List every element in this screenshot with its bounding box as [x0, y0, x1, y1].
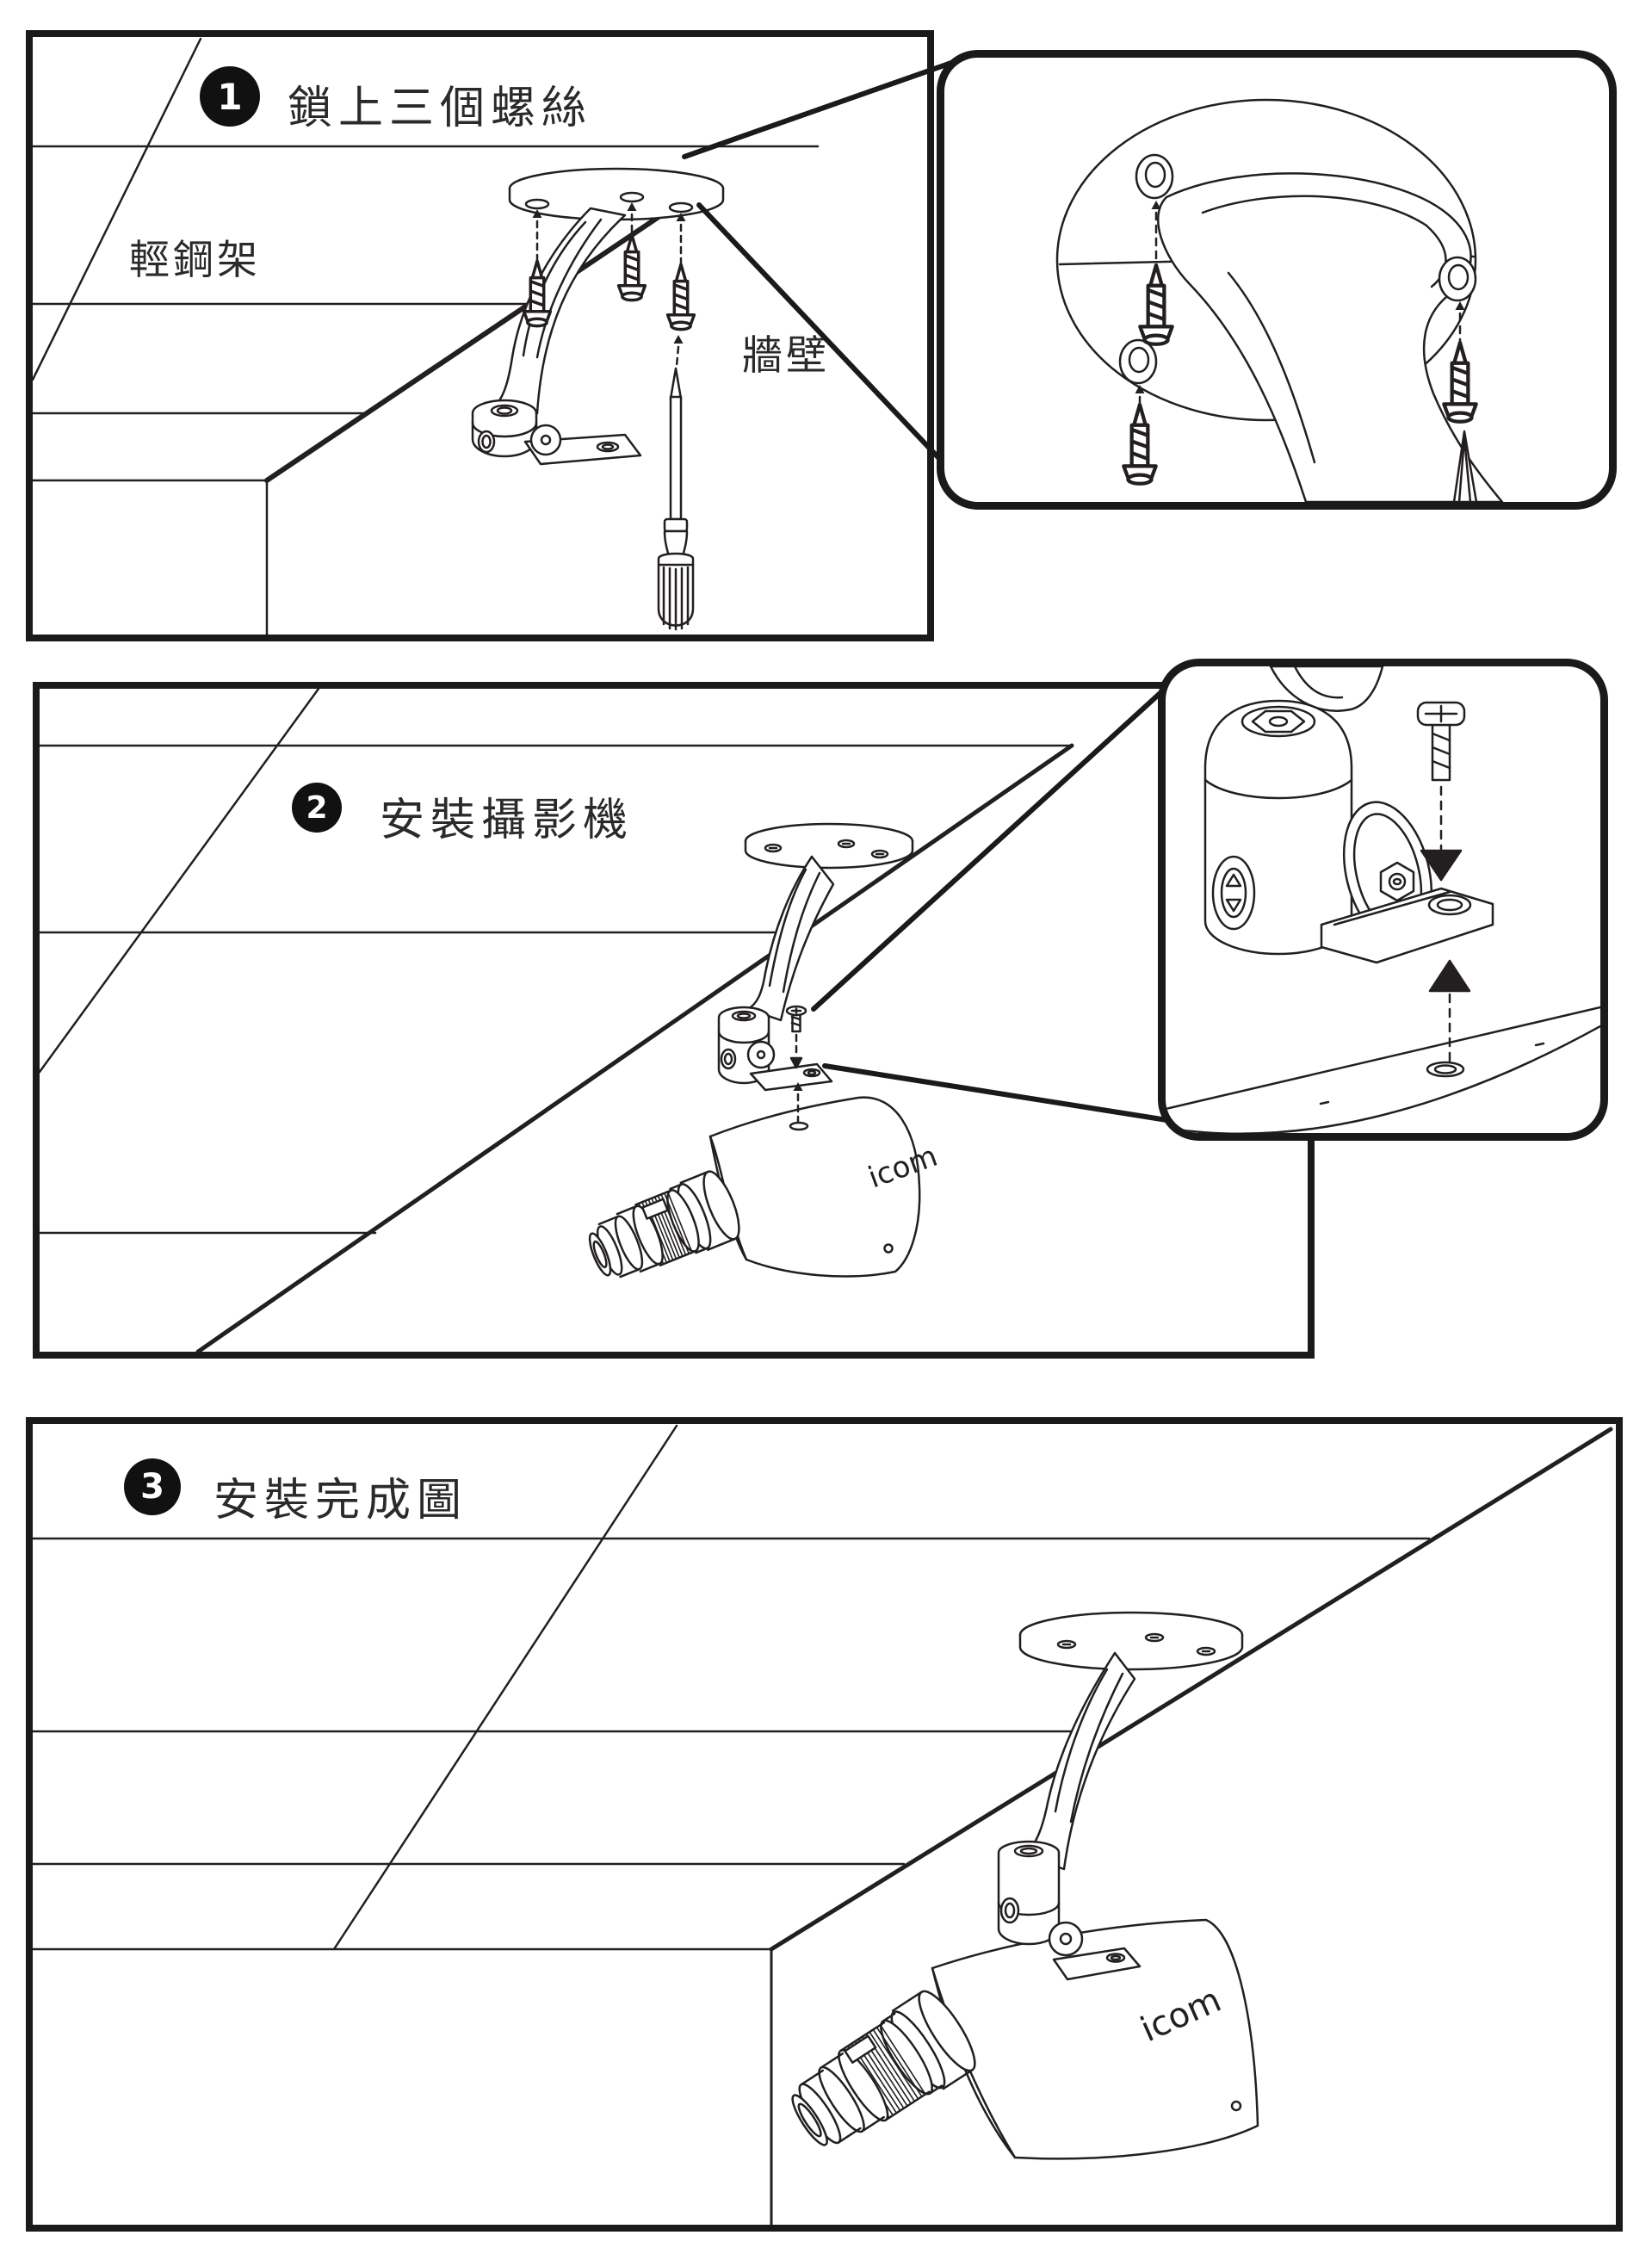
assembly-arrows	[1420, 785, 1471, 1066]
wall-label: 牆壁	[742, 332, 830, 380]
ball-joint-head	[1203, 699, 1353, 956]
step-3-panel: icom	[26, 1417, 1623, 2232]
ball-joint-head	[471, 399, 642, 466]
mount-plate-underside	[1055, 98, 1504, 502]
camera-lens	[791, 1990, 976, 2146]
screwdriver-tip	[1452, 430, 1478, 502]
step-2-number-badge: 2	[292, 783, 342, 833]
mount-arm	[1023, 1651, 1136, 1871]
step-1-number-badge: 1	[200, 66, 260, 127]
step-3-number: 3	[140, 1467, 164, 1507]
mount-plate	[508, 167, 725, 221]
mount-plate	[744, 822, 914, 870]
ball-joint-head	[997, 1840, 1142, 1981]
ceiling-frame-label: 輕鋼架	[129, 237, 261, 284]
step-3-illustration: icom	[33, 1424, 1613, 2225]
machine-screw	[1416, 701, 1466, 782]
ball-joint-head	[717, 1006, 833, 1092]
step-2-illustration: icom	[40, 689, 1074, 1352]
ceiling-grid-lines	[33, 1424, 1613, 2225]
mount-arm	[746, 855, 835, 1022]
small-screw	[785, 1005, 807, 1033]
step-3-title: 安裝完成圖	[213, 1475, 468, 1526]
step-2-panel: icom	[33, 682, 1315, 1359]
inset-1-illustration	[1055, 98, 1504, 502]
step-1-title: 鎖上三個螺絲	[288, 83, 593, 134]
mount-arm-stub	[1269, 666, 1384, 712]
shoe-knuckle	[1320, 801, 1494, 964]
step-1-number: 1	[217, 75, 243, 118]
step-2-title: 安裝攝影機	[380, 795, 634, 846]
screws-with-arrows	[522, 201, 696, 368]
assembly-arrows	[789, 1033, 809, 1131]
step-2-zoom-inset	[1158, 659, 1608, 1141]
step-1-zoom-inset	[937, 50, 1617, 510]
screwdriver	[657, 367, 695, 631]
step-2-number: 2	[306, 789, 328, 826]
step-1-illustration	[33, 37, 820, 635]
step-3-number-badge: 3	[124, 1458, 181, 1515]
mount-plate	[1018, 1611, 1244, 1671]
inset-2-illustration	[1166, 666, 1600, 1133]
camera: icom	[791, 1918, 1259, 2160]
screws-with-arrows	[1123, 199, 1476, 484]
camera: icom	[588, 1096, 942, 1279]
camera-top-surface	[1166, 1006, 1600, 1133]
camera-lens	[588, 1170, 740, 1279]
